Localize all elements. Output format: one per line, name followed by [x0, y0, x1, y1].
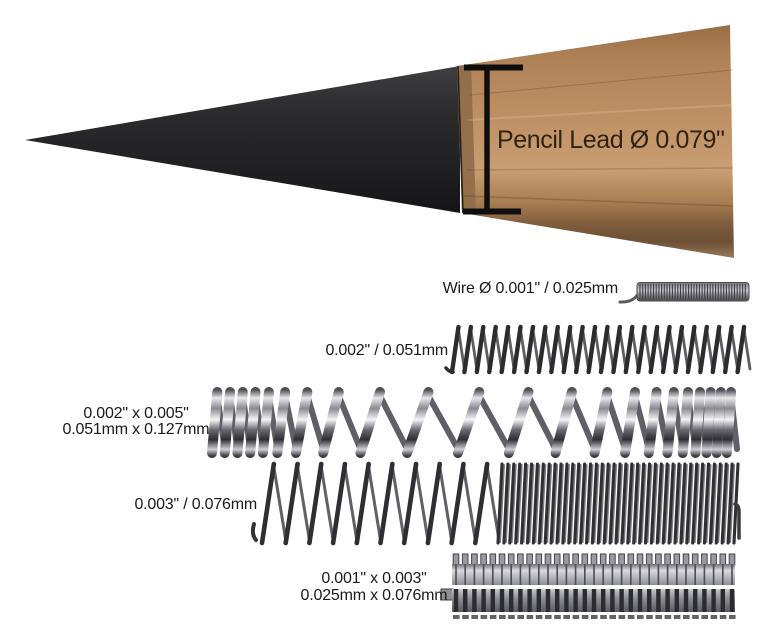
graphite-wood-boundary — [457, 65, 464, 214]
open-coil-spring-image — [444, 324, 752, 375]
spring-label-line: 0.051mm x 0.127mm — [62, 421, 210, 438]
spring-label-line: 0.025mm x 0.076mm — [300, 587, 448, 604]
pencil-wood-body — [457, 25, 734, 258]
spring-label-0001x0003: 0.001" x 0.003" 0.025mm x 0.076mm — [274, 570, 474, 604]
diameter-measurement-line — [463, 64, 523, 215]
micro-closed-coil-spring-image — [618, 282, 750, 304]
pencil-graphite-cone — [25, 66, 460, 213]
spring-label-0002: 0.002" / 0.051mm — [325, 342, 448, 359]
spring-label-wire-0001: Wire Ø 0.001" / 0.025mm — [442, 280, 619, 297]
open-and-closed-coil-spring-image — [250, 461, 741, 546]
flat-ribbon-closed-coil-spring-image — [440, 553, 736, 619]
pencil-image — [25, 25, 734, 258]
spring-label-0003: 0.003" / 0.076mm — [134, 496, 257, 513]
wood-grain-lines — [463, 69, 734, 207]
spring-label-line: 0.002" x 0.005" — [83, 405, 189, 422]
spring-label-0002x0005: 0.002" x 0.005" 0.051mm x 0.127mm — [36, 406, 236, 438]
flat-ribbon-open-coil-spring-image — [207, 387, 740, 458]
spring-label-line: 0.001" x 0.003" — [321, 570, 427, 587]
pencil-lead-annotation: Pencil Lead Ø 0.079" — [497, 126, 725, 154]
